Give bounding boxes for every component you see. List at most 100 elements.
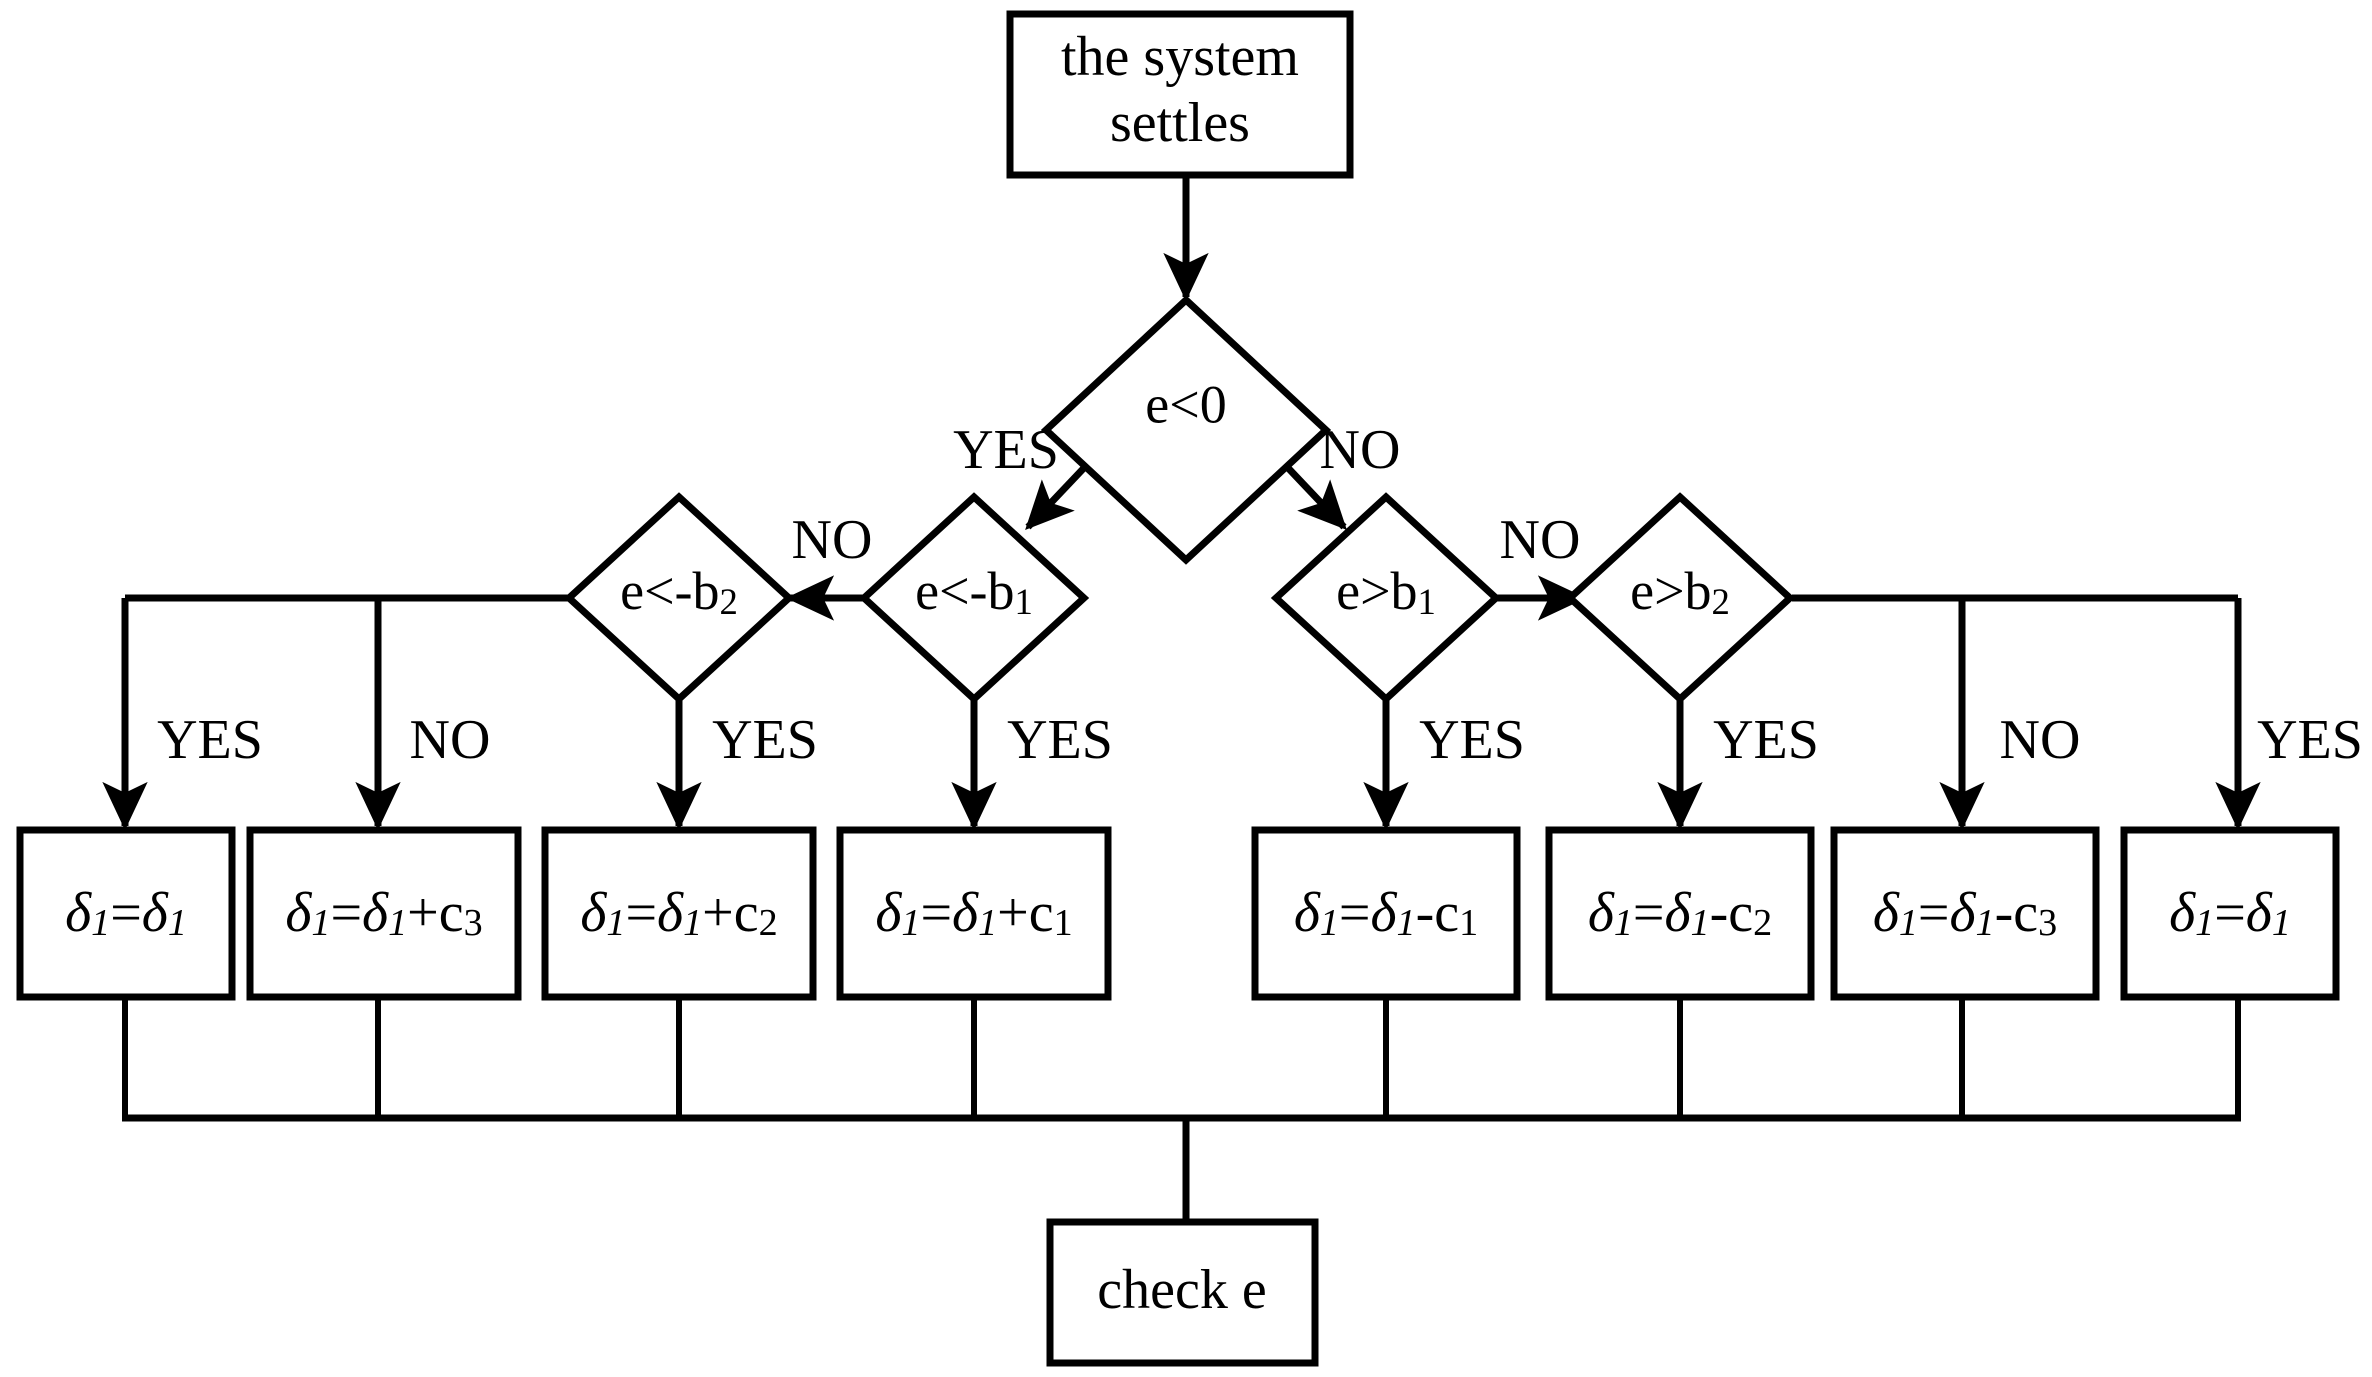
node-start-label-line1: the system bbox=[1061, 26, 1299, 88]
b3-sub-l: 1 bbox=[606, 902, 625, 944]
right-inner-sub: 1 bbox=[1418, 581, 1436, 622]
b5-term: c bbox=[1434, 882, 1459, 944]
node-decision-root-label: e<0 bbox=[1145, 374, 1226, 434]
b4-sub-l: 1 bbox=[901, 902, 920, 944]
b5-delta-r: δ bbox=[1371, 882, 1398, 944]
edge-label-left-no: NO bbox=[792, 509, 873, 571]
b5-sub-r: 1 bbox=[1397, 902, 1416, 944]
b6-sub-r: 1 bbox=[1691, 902, 1710, 944]
b5-op: - bbox=[1416, 882, 1435, 944]
b3-term: c bbox=[734, 882, 759, 944]
branch-label-box6: YES bbox=[1713, 709, 1819, 771]
action-box-1-label: δ1=δ1 bbox=[65, 882, 187, 944]
action-box-7[interactable] bbox=[1830, 826, 2100, 1001]
action-box-8-label: δ1=δ1 bbox=[2169, 882, 2291, 944]
node-start-label-line2: settles bbox=[1110, 92, 1250, 154]
action-box-7-label: δ1=δ1-c3 bbox=[1873, 882, 2057, 944]
b2-sub-l: 1 bbox=[311, 902, 330, 944]
action-box-2[interactable] bbox=[246, 826, 522, 1001]
b1-sub-r: 1 bbox=[168, 902, 187, 944]
b2-term: c bbox=[439, 882, 464, 944]
action-box-4-label: δ1=δ1+c1 bbox=[875, 882, 1072, 944]
node-decision-right-outer[interactable] bbox=[1564, 492, 1796, 704]
b2-delta-l: δ bbox=[285, 882, 312, 944]
b7-op: - bbox=[1995, 882, 2014, 944]
b1-sub-l: 1 bbox=[91, 902, 110, 944]
b3-delta-r: δ bbox=[657, 882, 684, 944]
b8-sub-r: 1 bbox=[2272, 902, 2291, 944]
b4-delta-r: δ bbox=[952, 882, 979, 944]
action-box-1[interactable] bbox=[16, 826, 236, 1001]
b4-term-sub: 1 bbox=[1054, 902, 1073, 944]
b4-sub-r: 1 bbox=[978, 902, 997, 944]
left-inner-expr: e<-b bbox=[915, 561, 1014, 621]
branch-label-box8: YES bbox=[2257, 709, 2363, 771]
node-decision-right-inner[interactable] bbox=[1270, 492, 1502, 704]
b3-op: + bbox=[702, 882, 734, 944]
branch-label-box7: NO bbox=[2000, 709, 2081, 771]
b2-sub-r: 1 bbox=[388, 902, 407, 944]
b6-term: c bbox=[1728, 882, 1753, 944]
left-outer-sub: 2 bbox=[720, 581, 738, 622]
node-decision-left-inner[interactable] bbox=[858, 492, 1090, 704]
branch-label-box3: YES bbox=[712, 709, 818, 771]
b8-delta-l: δ bbox=[2169, 882, 2196, 944]
right-outer-sub: 2 bbox=[1712, 581, 1730, 622]
branch-label-box5: YES bbox=[1419, 709, 1525, 771]
b7-sub-l: 1 bbox=[1899, 902, 1918, 944]
b3-term-sub: 2 bbox=[759, 902, 778, 944]
b3-delta-l: δ bbox=[580, 882, 607, 944]
b5-sub-l: 1 bbox=[1320, 902, 1339, 944]
b8-delta-r: δ bbox=[2246, 882, 2273, 944]
edge-label-root-yes: YES bbox=[953, 419, 1059, 481]
node-end-label: check e bbox=[1097, 1259, 1266, 1321]
action-box-8[interactable] bbox=[2120, 826, 2340, 1001]
left-outer-expr: e<-b bbox=[620, 561, 719, 621]
b5-delta-l: δ bbox=[1294, 882, 1321, 944]
b8-sub-l: 1 bbox=[2195, 902, 2214, 944]
b6-term-sub: 2 bbox=[1753, 902, 1772, 944]
action-box-6[interactable] bbox=[1545, 826, 1815, 1001]
b2-op: + bbox=[407, 882, 439, 944]
node-decision-right-inner-label: e>b1 bbox=[1336, 561, 1436, 621]
action-box-6-label: δ1=δ1-c2 bbox=[1588, 882, 1772, 944]
action-box-4[interactable] bbox=[836, 826, 1112, 1001]
action-box-2-label: δ1=δ1+c3 bbox=[285, 882, 482, 944]
action-box-5[interactable] bbox=[1251, 826, 1521, 1001]
b4-delta-l: δ bbox=[875, 882, 902, 944]
b6-delta-l: δ bbox=[1588, 882, 1615, 944]
b6-op: - bbox=[1710, 882, 1729, 944]
b3-sub-r: 1 bbox=[683, 902, 702, 944]
b2-delta-r: δ bbox=[362, 882, 389, 944]
action-box-3[interactable] bbox=[541, 826, 817, 1001]
action-box-5-label: δ1=δ1-c1 bbox=[1294, 882, 1478, 944]
node-decision-left-outer-label: e<-b2 bbox=[620, 561, 738, 621]
branch-label-box2: NO bbox=[410, 709, 491, 771]
edge-label-right-no: NO bbox=[1500, 509, 1581, 571]
node-end-box[interactable] bbox=[1046, 1218, 1319, 1367]
b6-delta-r: δ bbox=[1665, 882, 1692, 944]
right-inner-expr: e>b bbox=[1336, 561, 1417, 621]
b1-delta-r: δ bbox=[142, 882, 169, 944]
b1-delta-l: δ bbox=[65, 882, 92, 944]
edge-label-root-no: NO bbox=[1320, 419, 1401, 481]
node-decision-left-outer[interactable] bbox=[563, 492, 795, 704]
left-inner-sub: 1 bbox=[1015, 581, 1033, 622]
b7-sub-r: 1 bbox=[1976, 902, 1995, 944]
action-box-3-label: δ1=δ1+c2 bbox=[580, 882, 777, 944]
b6-sub-l: 1 bbox=[1614, 902, 1633, 944]
b5-term-sub: 1 bbox=[1459, 902, 1478, 944]
b7-term-sub: 3 bbox=[2038, 902, 2057, 944]
right-outer-expr: e>b bbox=[1630, 561, 1711, 621]
node-decision-left-inner-label: e<-b1 bbox=[915, 561, 1033, 621]
b4-op: + bbox=[997, 882, 1029, 944]
b7-delta-l: δ bbox=[1873, 882, 1900, 944]
branch-label-box1: YES bbox=[157, 709, 263, 771]
node-decision-root[interactable] bbox=[1040, 295, 1332, 565]
b7-delta-r: δ bbox=[1950, 882, 1977, 944]
b2-term-sub: 3 bbox=[464, 902, 483, 944]
node-start-box[interactable] bbox=[1006, 10, 1354, 179]
node-decision-right-outer-label: e>b2 bbox=[1630, 561, 1730, 621]
